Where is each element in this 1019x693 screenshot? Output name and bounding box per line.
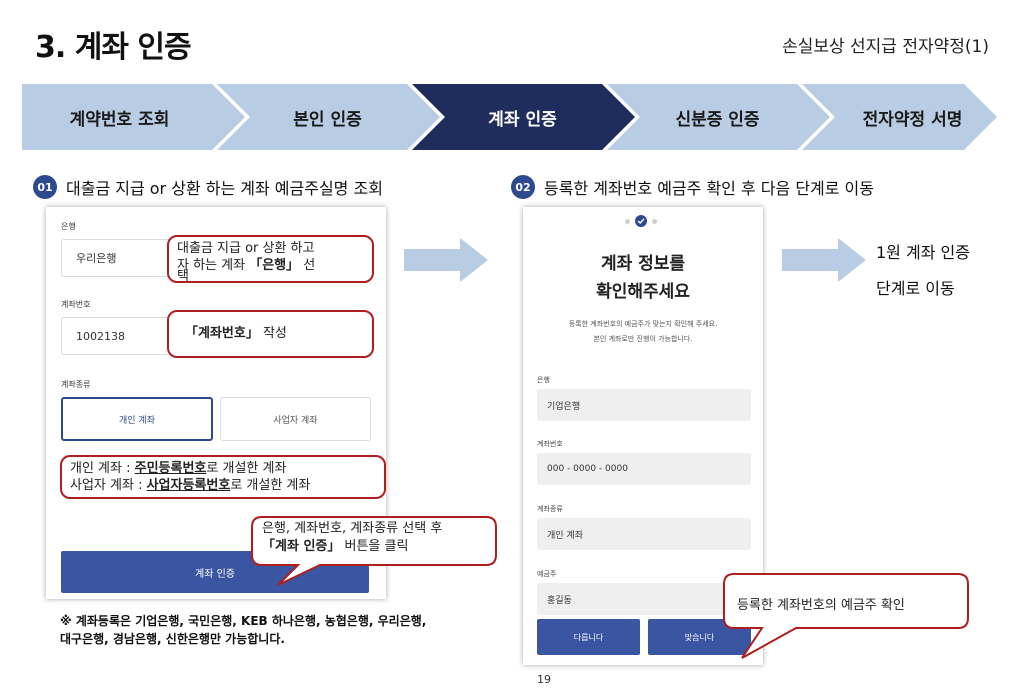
account-type-callout-line2: 사업자 계좌 : 사업자등록번호로 개설한 계좌 [70, 477, 376, 494]
bank-callout-bold: 「은행」 [249, 258, 300, 273]
pagination-dots [625, 215, 657, 227]
bank-callout-line1: 대출금 지급 or 상환 하고 [177, 241, 315, 256]
account-type-callout: 개인 계좌 : 주민등록번호로 개설한 계좌 사업자 계좌 : 사업자등록번호로… [60, 455, 386, 499]
account-confirm-screen: 계좌 정보를 확인해주세요 등록한 계좌번호의 예금주가 맞는지 확인해 주세요… [523, 207, 763, 665]
business-account-toggle[interactable]: 사업자 계좌 [220, 397, 371, 441]
click-callout-bold: 「계좌 인증」 [262, 539, 341, 554]
click-callout-line2: 「계좌 인증」 버튼을 클릭 [262, 538, 442, 556]
step-e-agreement-sign: 전자약정 서명 [862, 109, 963, 130]
step-chevron-5 [802, 84, 997, 150]
step-account-verification: 계좌 인증 [488, 109, 557, 130]
type-business-suffix: 로 개설한 계좌 [230, 478, 311, 493]
step-progress-bar: 계약번호 조회 본인 인증 계좌 인증 신분증 인증 전자약정 서명 [22, 84, 997, 150]
step-chevron-1 [22, 84, 245, 150]
dot-icon [652, 218, 657, 224]
step-identity-verification: 본인 인증 [293, 109, 362, 130]
account-type-label: 계좌종류 [61, 380, 91, 389]
confirm-bank-value: 기업은행 [537, 389, 751, 421]
bank-callout-line3: 택 [177, 269, 189, 284]
click-callout-shape [251, 516, 497, 586]
section-1-title: 대출금 지급 or 상환 하는 계좌 예금주실명 조회 [66, 179, 383, 198]
supported-banks-note: ※ 계좌등록은 기업은행, 국민은행, KEB 하나은행, 농협은행, 우리은행… [60, 614, 427, 646]
confirm-type-value: 개인 계좌 [537, 518, 751, 550]
account-callout: 「계좌번호」 작성 [167, 310, 374, 358]
confirm-desc-line1: 등록한 계좌번호의 예금주가 맞는지 확인해 주세요. [568, 320, 718, 328]
check-icon [635, 215, 647, 227]
bank-label: 은행 [61, 222, 76, 231]
section-1-header: 01 대출금 지급 or 상환 하는 계좌 예금주실명 조회 [33, 175, 383, 199]
type-business-bold: 사업자등록번호 [146, 478, 231, 493]
click-callout-line1: 은행, 계좌번호, 계좌종류 선택 후 [262, 521, 443, 536]
section-2-header: 02 등록한 계좌번호 예금주 확인 후 다음 단계로 이동 [511, 175, 874, 199]
arrow-right-icon [782, 238, 866, 282]
confirm-holder-label: 예금주 [537, 570, 557, 578]
step-chevron-3 [412, 84, 635, 150]
bank-callout: 대출금 지급 or 상환 하고 자 하는 계좌 「은행」 선 택 [167, 235, 374, 284]
step-chevrons [22, 84, 997, 150]
section-1-number: 01 [33, 175, 57, 199]
personal-account-toggle[interactable]: 개인 계좌 [61, 397, 213, 441]
step-contract-lookup: 계약번호 조회 [69, 109, 170, 130]
section-2-number: 02 [511, 175, 535, 199]
account-callout-bold: 「계좌번호」 [185, 326, 259, 341]
click-callout-text: 은행, 계좌번호, 계좌종류 선택 후 「계좌 인증」 버튼을 클릭 [262, 520, 442, 556]
confirm-account-label: 계좌번호 [537, 440, 563, 448]
confirm-title-line2: 확인해주세요 [596, 282, 690, 302]
step-chevron-2 [217, 84, 440, 150]
confirm-title-line1: 계좌 정보를 [600, 254, 686, 274]
next-step-text: 1원 계좌 인증 단계로 이동 [876, 235, 970, 307]
bank-callout-line2-prefix: 자 하는 계좌 [177, 258, 250, 273]
confirm-desc-line2: 본인 계좌로만 진행이 가능합니다. [593, 335, 693, 343]
bank-callout-line2: 자 하는 계좌 「은행」 선 [177, 257, 364, 274]
account-callout-suffix: 작성 [258, 326, 287, 341]
page-number: 19 [537, 673, 551, 686]
page-title: 3. 계좌 인증 [35, 30, 192, 65]
type-personal-prefix: 개인 계좌 : [70, 461, 135, 476]
type-personal-suffix: 로 개설한 계좌 [206, 461, 287, 476]
bank-callout-line2-suffix: 선 [299, 258, 316, 273]
next-step-line2: 단계로 이동 [876, 279, 955, 298]
confirm-bank-label: 은행 [537, 376, 550, 384]
confirm-type-label: 계좌종류 [537, 505, 563, 513]
step-chevron-4 [607, 84, 830, 150]
step-id-card-verification: 신분증 인증 [675, 109, 760, 130]
dot-icon [625, 218, 630, 224]
type-business-prefix: 사업자 계좌 : [70, 478, 147, 493]
type-personal-bold: 주민등록번호 [134, 461, 207, 476]
holder-callout-shape [723, 573, 969, 659]
section-2-title: 등록한 계좌번호 예금주 확인 후 다음 단계로 이동 [544, 179, 875, 198]
confirm-account-value: 000 - 0000 - 0000 [537, 453, 751, 485]
holder-callout-text: 등록한 계좌번호의 예금주 확인 [737, 598, 905, 613]
arrow-right-icon [404, 238, 488, 282]
confirm-holder-value: 홍길동 [537, 583, 751, 615]
wrong-account-button[interactable]: 다릅니다 [537, 619, 640, 655]
account-number-label: 계좌번호 [61, 300, 91, 309]
account-type-callout-line1: 개인 계좌 : 주민등록번호로 개설한 계좌 [70, 460, 376, 477]
click-callout-suffix: 버튼을 클릭 [340, 539, 409, 554]
next-step-line1: 1원 계좌 인증 [876, 243, 970, 262]
page-subtitle: 손실보상 선지급 전자약정(1) [782, 37, 989, 57]
